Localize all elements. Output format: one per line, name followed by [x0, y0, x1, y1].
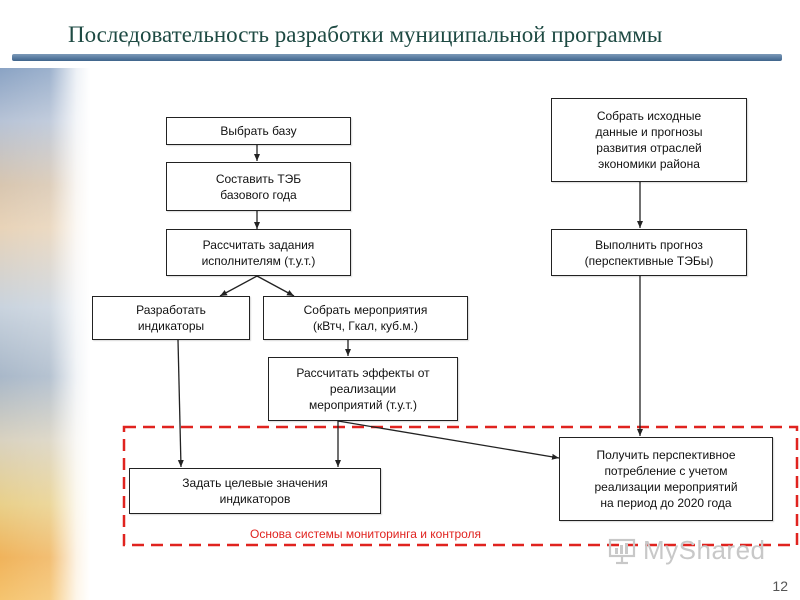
step-choose-base: Выбрать базу: [166, 117, 351, 145]
step-collect-data: Собрать исходные данные и прогнозы разви…: [551, 98, 747, 182]
step-calc-tasks: Рассчитать задания исполнителям (т.у.т.): [166, 229, 351, 276]
step-calc-tasks-text: Рассчитать задания исполнителям (т.у.т.): [201, 237, 316, 268]
monitoring-frame: [122, 425, 799, 547]
step-collect-measures-text: Собрать мероприятия (кВтч, Гкал, куб.м.): [303, 303, 428, 333]
title-divider: [12, 54, 782, 61]
arrow-indicators-to-targets: [177, 339, 184, 468]
watermark-text: MyShared: [643, 535, 766, 565]
arrow-effects-to-consumption: [337, 420, 560, 460]
step-set-targets: Задать целевые значения индикаторов: [129, 468, 381, 514]
step-compose-teb-text: Составить ТЭБ базового года: [215, 171, 302, 202]
arrow-tasks-to-measures: [256, 275, 295, 297]
step-calc-effects-text: Рассчитать эффекты от реализации меропри…: [296, 366, 430, 412]
monitoring-frame-label: Основа системы мониторинга и контроля: [250, 527, 482, 541]
step-future-consumption: Получить перспективное потребление с уче…: [559, 437, 773, 521]
step-calc-effects: Рассчитать эффекты от реализации меропри…: [268, 357, 458, 421]
step-compose-teb: Составить ТЭБ базового года: [166, 162, 351, 211]
step-collect-measures: Собрать мероприятия (кВтч, Гкал, куб.м.): [263, 296, 468, 340]
step-future-consumption-text: Получить перспективное потребление с уче…: [594, 448, 738, 510]
page-title: Последовательность разработки муниципаль…: [68, 22, 663, 47]
decorative-image-strip: [0, 68, 90, 600]
arrow-tasks-to-indicators: [219, 275, 258, 297]
slide-number: 12: [772, 578, 788, 594]
presentation-icon: [608, 538, 636, 564]
watermark: MyShared: [607, 535, 766, 566]
step-collect-data-text: Собрать исходные данные и прогнозы разви…: [595, 109, 703, 171]
step-choose-base-text: Выбрать базу: [220, 124, 297, 138]
step-set-targets-text: Задать целевые значения индикаторов: [182, 476, 328, 506]
step-forecast-text: Выполнить прогноз (перспективные ТЭБы): [584, 237, 714, 268]
step-develop-indicators: Разработать индикаторы: [92, 296, 250, 340]
step-forecast: Выполнить прогноз (перспективные ТЭБы): [551, 229, 747, 276]
step-develop-indicators-text: Разработать индикаторы: [136, 303, 206, 333]
